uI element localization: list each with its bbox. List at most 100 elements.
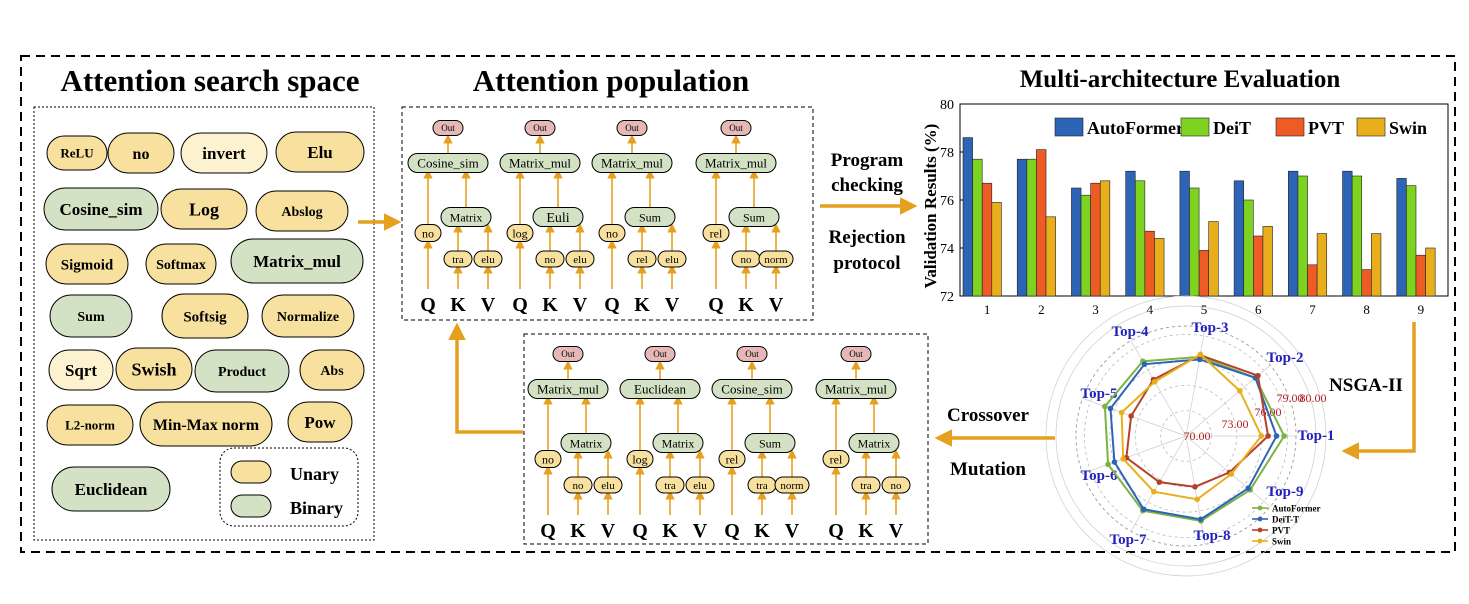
bottom-graph-2-input-k: K	[662, 520, 678, 542]
op-sqrt-label: Sqrt	[65, 361, 97, 380]
legend-label-pvt: PVT	[1308, 118, 1344, 138]
bar-deit	[1080, 194, 1091, 297]
bottom-graph-1-input-k: K	[570, 520, 586, 542]
nsga-label: NSGA-II	[1329, 375, 1403, 396]
top-graph-1-input-k: K	[450, 294, 466, 316]
bar-deit	[1189, 187, 1200, 297]
top-graph-3-q-op-text: rel	[636, 254, 648, 266]
top-graph-2-left-unary-text: log	[512, 226, 527, 240]
radar-axis-label-top-2: Top-2	[1267, 350, 1304, 366]
radar-series-pvt	[1125, 354, 1270, 488]
bottom-graph-3-left-unary-text: rel	[726, 452, 739, 466]
bottom-graph-4-k-op-node	[881, 476, 911, 494]
radar-axis-label-top-8: Top-8	[1194, 528, 1231, 544]
top-graph-3-binary-mid-node	[624, 207, 676, 227]
bottom-graph-1-binary-mid-node	[560, 433, 612, 453]
radar-point-swin	[1151, 378, 1158, 385]
radar-axis-label-top-3: Top-3	[1192, 320, 1229, 336]
top-graph-3-input-k: K	[634, 294, 650, 316]
radar-ring-label: 70.00	[1184, 429, 1211, 443]
bottom-graph-3-input-q: Q	[724, 520, 740, 542]
top-graph-3-out-node	[616, 120, 648, 136]
radar-ring-label: 80.00	[1300, 391, 1327, 405]
op-no-label: no	[133, 146, 150, 163]
bottom-graph-3-k-op-node	[774, 476, 810, 494]
bar-deit	[1406, 185, 1417, 297]
top-graph-1-binary-top-text: Cosine_sim	[417, 156, 478, 171]
y-tick-label: 78	[940, 146, 954, 161]
search-space-title: Attention search space	[60, 63, 359, 98]
radar-axis-label-top-4: Top-4	[1112, 324, 1149, 340]
op-log-label: Log	[189, 199, 219, 219]
top-graph-4-k-op-text: norm	[764, 254, 788, 266]
op-invert-pill	[180, 132, 268, 174]
radar-series-swin	[1120, 353, 1263, 501]
x-tick-label: 7	[1309, 302, 1316, 317]
top-graph-3-q-op-node	[627, 250, 657, 268]
op-elu-pill	[275, 131, 365, 173]
op-swish-label: Swish	[131, 359, 176, 379]
top-graph-2-left-unary-node	[506, 224, 534, 242]
bar-swin	[991, 202, 1002, 297]
bar-pvt	[981, 182, 993, 297]
top-graph-4-input-q: Q	[708, 294, 724, 316]
bottom-graph-2-left-unary-node	[626, 450, 654, 468]
op-matrix-mul-pill	[230, 238, 364, 284]
op-cosine-sim-pill	[43, 187, 159, 231]
bottom-graph-2-out-text: Out	[653, 349, 667, 359]
op-no-pill	[107, 132, 175, 174]
radar-point-deit-t	[1196, 356, 1203, 363]
top-graph-3-k-op-text: elu	[665, 254, 679, 266]
bar-autoformer	[962, 137, 973, 297]
bottom-graph-1-left-unary-text: no	[542, 452, 554, 466]
bar-autoformer	[1016, 158, 1028, 297]
legend-swatch-pvt	[1275, 117, 1305, 137]
op-matrix-mul-label: Matrix_mul	[253, 252, 341, 271]
bottom-graph-3-binary-mid-node	[744, 433, 796, 453]
op-min-max-norm-label: Min-Max norm	[153, 417, 260, 434]
legend-label-autoformer: AutoFormer	[1087, 118, 1184, 138]
bottom-graph-4-binary-top-node	[815, 379, 897, 399]
bottom-graph-4-q-op-node	[851, 476, 881, 494]
top-graph-4-input-v: V	[769, 294, 784, 316]
bottom-graph-2-q-op-text: tra	[664, 480, 676, 492]
top-graph-4-binary-mid-text: Sum	[743, 210, 766, 224]
top-graph-1-left-unary-node	[414, 224, 442, 242]
radar-legend-marker-pvt	[1257, 527, 1263, 533]
top-graph-2-input-k: K	[542, 294, 558, 316]
top-graph-2-q-op-node	[535, 250, 565, 268]
bottom-graph-3-binary-top-text: Cosine_sim	[721, 382, 782, 397]
radar-spoke	[1185, 435, 1206, 545]
op-relu-label: ReLU	[60, 146, 94, 161]
op-relu-pill	[46, 135, 108, 171]
op-softmax-pill	[145, 243, 217, 285]
x-tick-label: 6	[1255, 302, 1262, 317]
op-softsig-label: Softsig	[183, 309, 227, 325]
bottom-graph-2-left-unary-text: log	[632, 452, 647, 466]
top-graph-1-binary-top-node	[407, 153, 489, 173]
radar-point-swin	[1194, 496, 1200, 503]
op-product-pill	[194, 349, 290, 393]
op-pow-pill	[287, 401, 353, 443]
bottom-graph-3-k-op-text: norm	[780, 480, 804, 492]
radar-axis-label-top-1: Top-1	[1298, 428, 1335, 444]
radar-point-swin	[1228, 471, 1235, 477]
top-graph-1-out-node	[432, 120, 464, 136]
top-graph-4-out-text: Out	[729, 123, 743, 133]
radar-ring-label: 79.00	[1277, 391, 1304, 405]
legend-unary-label: Unary	[290, 464, 339, 484]
radar-legend-marker-deit-t	[1257, 516, 1263, 522]
op-euclidean-pill	[51, 466, 171, 512]
bottom-graph-3-input-k: K	[754, 520, 770, 542]
op-softsig-pill	[161, 293, 249, 339]
radar-point-deit-t	[1140, 506, 1147, 513]
bar-pvt	[1415, 254, 1426, 297]
top-graph-2-q-op-text: no	[545, 254, 557, 266]
program-checking-line2: checking	[831, 175, 903, 196]
radar-point-pvt	[1128, 413, 1134, 419]
op-product-label: Product	[218, 365, 266, 380]
population-title: Attention population	[473, 63, 749, 98]
bottom-graph-4-binary-mid-text: Matrix	[858, 436, 891, 450]
